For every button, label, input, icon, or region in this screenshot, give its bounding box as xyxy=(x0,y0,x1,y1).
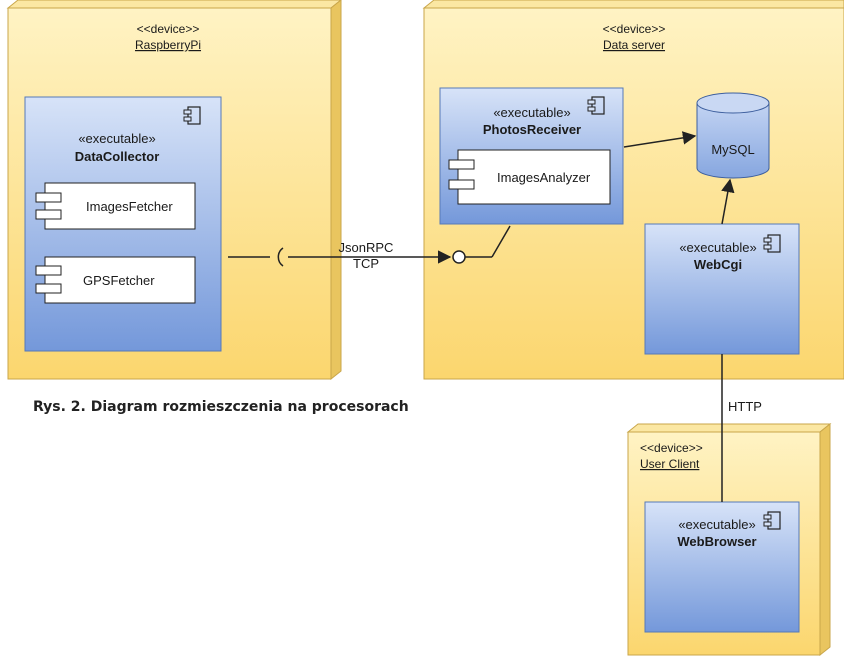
mysql-label: MySQL xyxy=(711,142,754,157)
webbrowser-name: WebBrowser xyxy=(677,534,756,549)
tcp-label: TCP xyxy=(353,256,379,271)
component-datacollector: «executable» DataCollector ImagesFetcher… xyxy=(24,96,222,352)
component-webcgi: «executable» WebCgi xyxy=(644,223,800,355)
gpsfetcher-label: GPSFetcher xyxy=(83,273,155,288)
datacollector-stereotype: «executable» xyxy=(78,131,155,146)
datacollector-name: DataCollector xyxy=(75,149,160,164)
node-raspberrypi-stereotype: <<device>> xyxy=(137,22,200,36)
photosreceiver-stereotype: «executable» xyxy=(493,105,570,120)
node-userclient-name: User Client xyxy=(640,457,700,471)
subcomponent-imagesanalyzer: ImagesAnalyzer xyxy=(448,149,611,205)
http-label: HTTP xyxy=(728,399,762,414)
component-icon xyxy=(587,96,605,115)
jsonrpc-label: JsonRPC xyxy=(339,240,394,255)
http-connection: HTTP xyxy=(721,354,762,502)
figure-caption: Rys. 2. Diagram rozmieszczenia na proces… xyxy=(33,399,409,415)
webcgi-stereotype: «executable» xyxy=(679,240,756,255)
webcgi-name: WebCgi xyxy=(694,257,742,272)
component-port-icon xyxy=(35,283,62,294)
component-port-icon xyxy=(448,179,475,190)
component-webbrowser: «executable» WebBrowser xyxy=(644,501,800,633)
database-mysql: MySQL xyxy=(696,92,770,179)
photosreceiver-mysql-arrow xyxy=(623,131,697,148)
node-userclient-stereotype: <<device>> xyxy=(640,441,703,455)
node-dataserver-name: Data server xyxy=(603,38,665,52)
component-icon xyxy=(183,106,201,125)
webbrowser-stereotype: «executable» xyxy=(678,517,755,532)
component-port-icon xyxy=(35,192,62,203)
provided-interface xyxy=(452,225,511,264)
subcomponent-imagesfetcher: ImagesFetcher xyxy=(35,182,196,230)
component-icon xyxy=(763,234,781,253)
photosreceiver-name: PhotosReceiver xyxy=(483,122,581,137)
component-port-icon xyxy=(35,265,62,276)
component-port-icon xyxy=(35,209,62,220)
node-dataserver-stereotype: <<device>> xyxy=(603,22,666,36)
lollipop-icon xyxy=(452,250,466,264)
component-icon xyxy=(763,511,781,530)
component-port-icon xyxy=(448,159,475,170)
imagesfetcher-label: ImagesFetcher xyxy=(86,199,173,214)
node-raspberrypi-name: RaspberryPi xyxy=(135,38,201,52)
webcgi-mysql-arrow xyxy=(721,178,735,225)
jsonrpc-connection: JsonRPC TCP xyxy=(288,240,452,271)
imagesanalyzer-label: ImagesAnalyzer xyxy=(497,170,591,185)
required-interface-connector xyxy=(228,247,284,267)
socket-icon xyxy=(277,247,284,267)
subcomponent-gpsfetcher: GPSFetcher xyxy=(35,256,196,304)
component-photosreceiver: «executable» PhotosReceiver ImagesAnalyz… xyxy=(439,87,624,225)
